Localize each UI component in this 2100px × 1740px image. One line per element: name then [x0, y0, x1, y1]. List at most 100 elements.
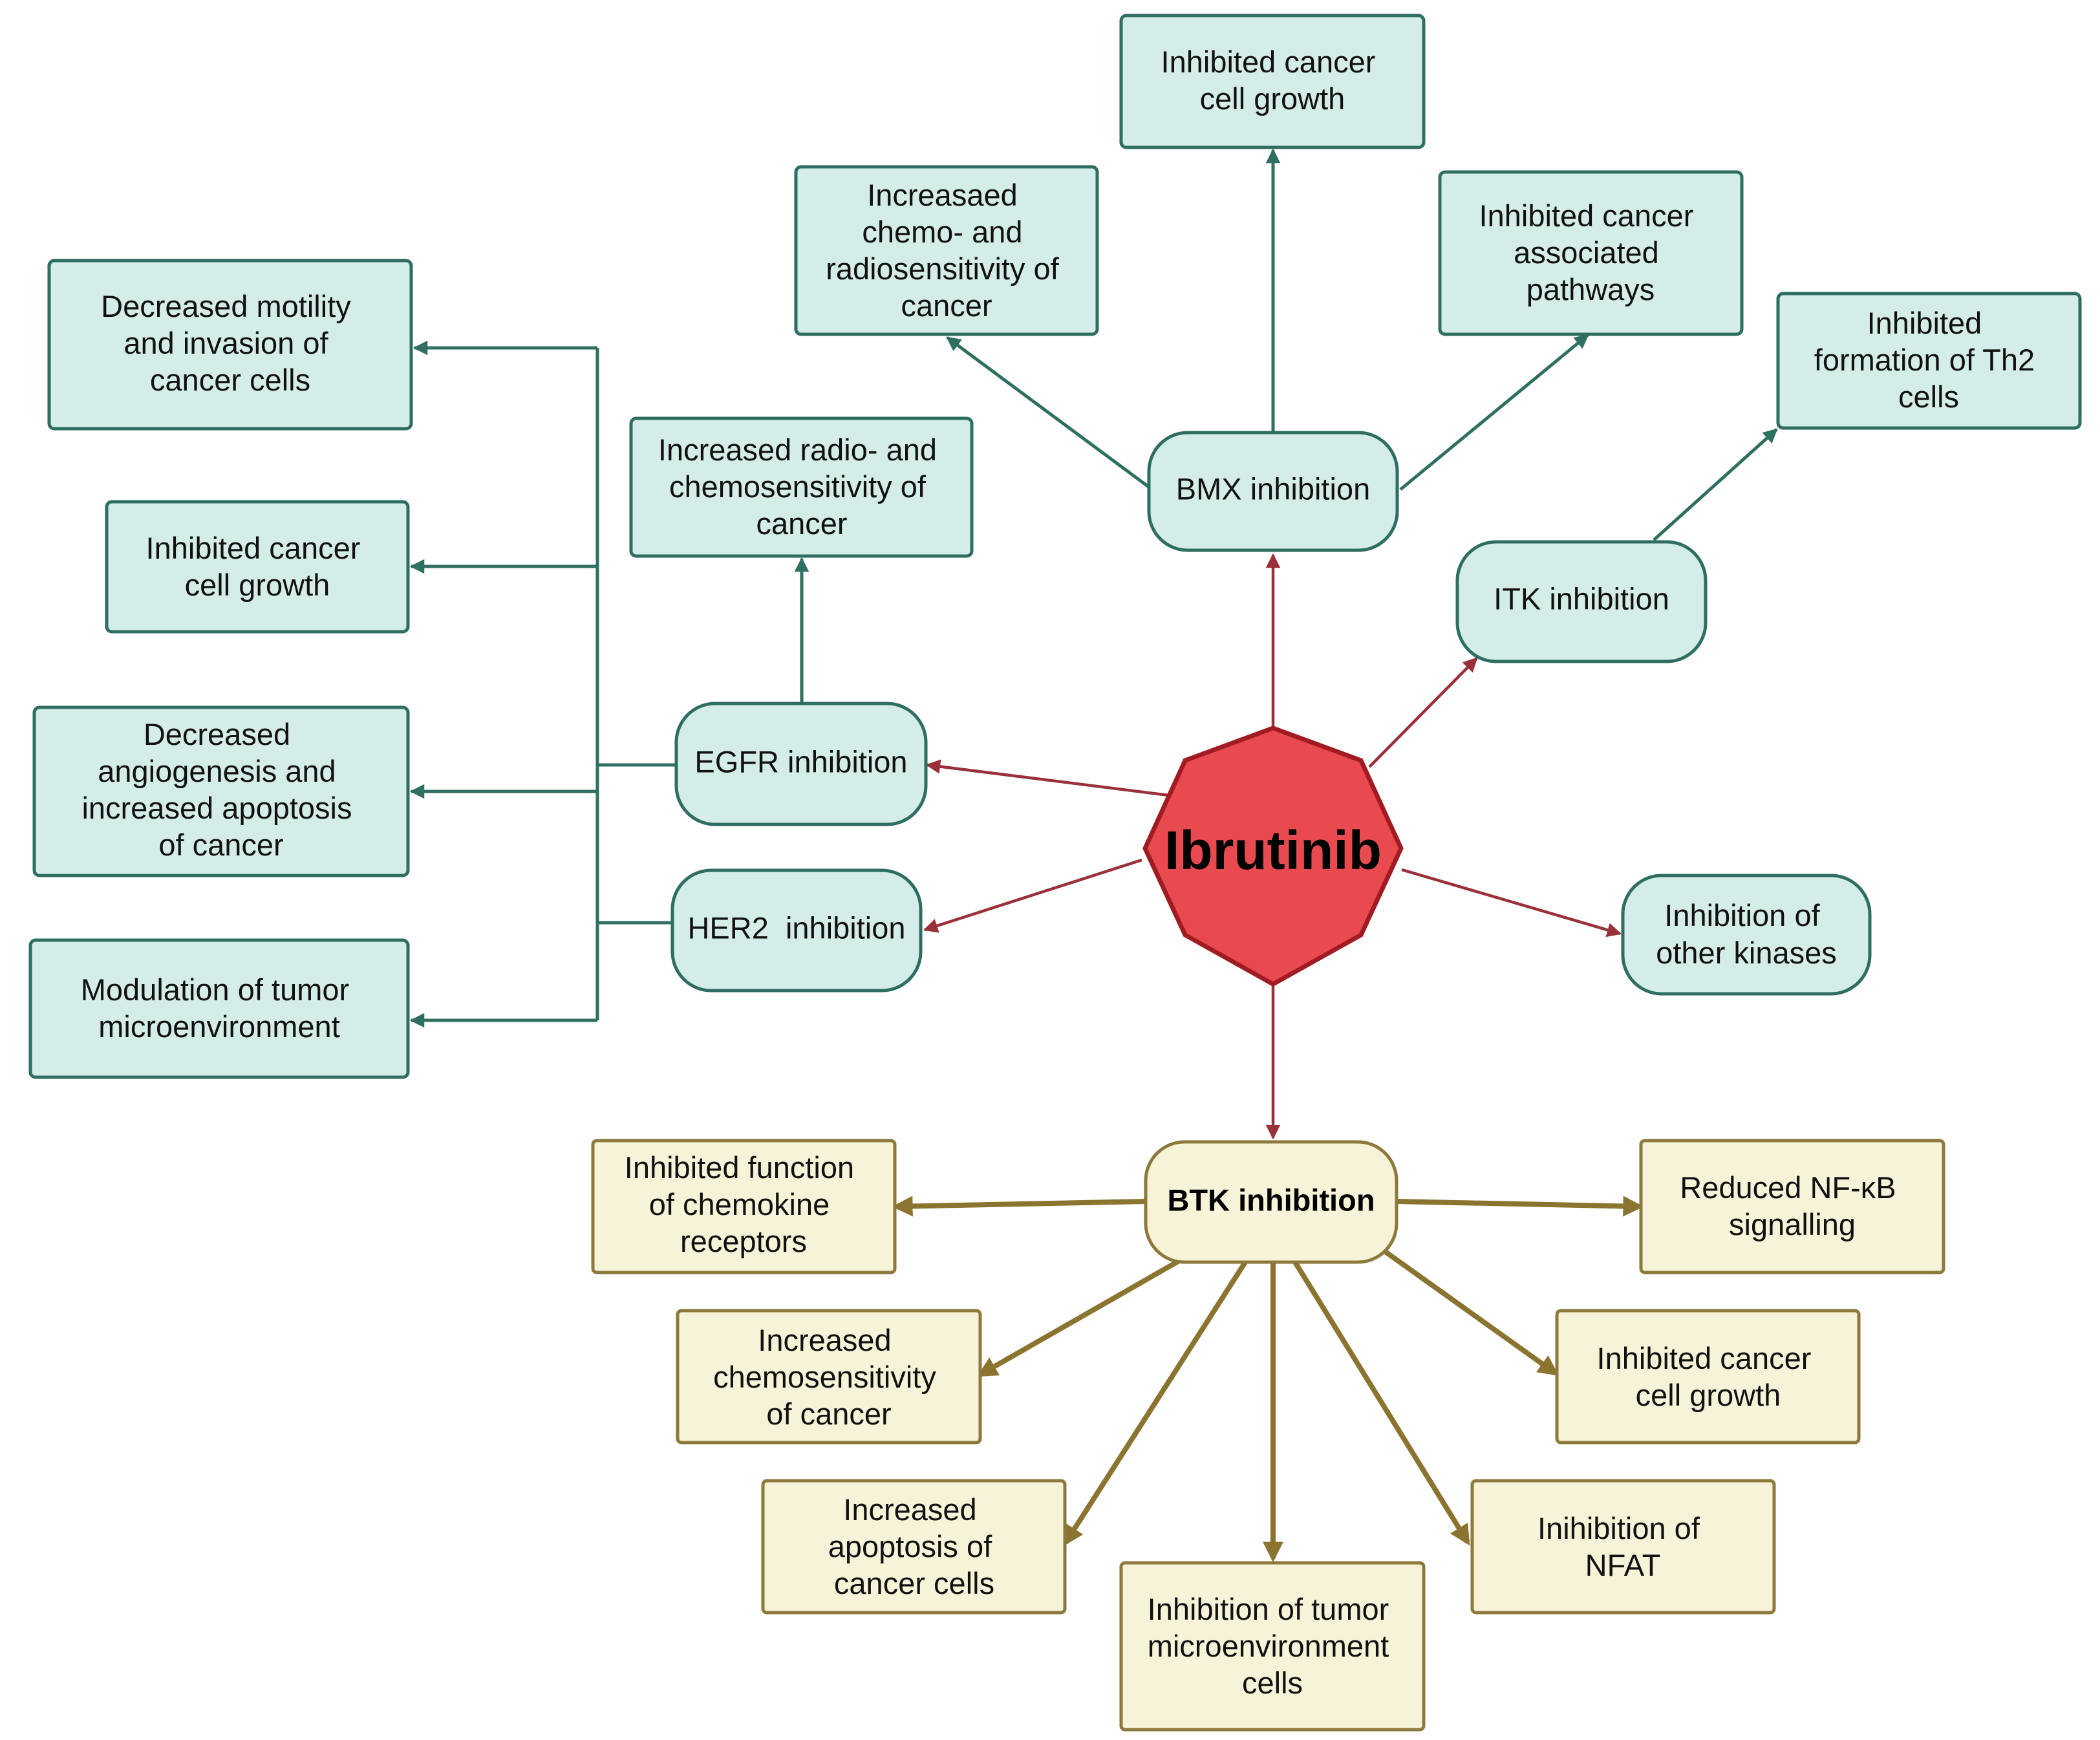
btk-node: BTK inhibition: [1144, 1140, 1398, 1264]
ibrutinib-hub: Ibrutinib: [1142, 725, 1404, 987]
other-kinases-line-2: other kinases: [1656, 936, 1837, 970]
nfat-line-1: Inihibition of: [1538, 1511, 1700, 1545]
bmx-sensitivity-line-2: chemo- and: [862, 215, 1022, 249]
apoptosis-line-2: apoptosis of: [828, 1529, 992, 1563]
itk-th2-line-1: Inhibited: [1867, 306, 1982, 340]
chemokine-line-2: of chemokine: [649, 1187, 830, 1221]
bmx-pathways-line-2: associated: [1514, 235, 1659, 270]
svg-text:Increased apoptosis of: Increased apoptosis of cancer cells: [828, 1492, 1001, 1600]
egfr-sensitivity-line-3: cancer: [756, 506, 847, 541]
bmx-sensitivity-box: Increasaed chemo- and radiosensitivity o…: [794, 165, 1099, 336]
chemosensitivity-line-1: Increased: [758, 1323, 891, 1357]
nfkb-line-2: signalling: [1729, 1207, 1856, 1241]
svg-text:Inhibited cancer cell: Inhibited cancer cell growth: [146, 531, 369, 602]
tme-line-2: microenvironment: [1148, 1629, 1389, 1663]
arrow-btk-to-nfkb: [1396, 1196, 1644, 1217]
bmx-sensitivity-line-1: Increasaed: [867, 178, 1018, 212]
arrow-hub-to-her2: [923, 858, 1142, 933]
svg-text:Inhibited cancer cell: Inhibited cancer cell growth: [1161, 45, 1384, 116]
arrow-hub-to-egfr: [925, 759, 1170, 797]
hub-label: Ibrutinib: [1164, 820, 1382, 881]
arrow-btk-to-nfat: [1292, 1260, 1470, 1546]
arrow-btk-to-chemosensitivity: [976, 1257, 1183, 1377]
svg-text:Reduced NF-κB signalli: Reduced NF-κB signalling: [1680, 1170, 1904, 1241]
shared-growth-box: Inhibited cancer cell growth: [105, 500, 410, 634]
bmx-sensitivity-line-4: cancer: [901, 288, 992, 323]
motility-line-3: cancer cells: [150, 363, 310, 397]
btk-growth-box: Inhibited cancer cell growth: [1555, 1309, 1861, 1445]
shared-growth-line-2: cell growth: [185, 568, 330, 602]
btk-growth-line-1: Inhibited cancer: [1597, 1341, 1812, 1375]
tme-box: Inhibition of tumor microenvironment cel…: [1119, 1561, 1426, 1732]
other-kinases-line-1: Inhibition of: [1664, 898, 1820, 932]
microenvironment-line-1: Modulation of tumor: [81, 972, 349, 1007]
angiogenesis-line-1: Decreased: [144, 717, 290, 751]
motility-line-1: Decreased motility: [101, 289, 351, 323]
arrow-bmx-to-pathways: [1399, 334, 1589, 491]
svg-text:Inihibition of NFAT: Inihibition of NFAT: [1538, 1511, 1708, 1582]
kinase-nodes: BMX inhibition ITK inhibition EGFR inhib…: [670, 431, 1872, 1264]
egfr-node: EGFR inhibition: [674, 702, 928, 826]
arrow-itk-to-th2: [1653, 428, 1778, 541]
chemosensitivity-line-3: of cancer: [766, 1397, 891, 1431]
chemosensitivity-line-2: chemosensitivity: [713, 1360, 936, 1394]
bmx-pathways-line-1: Inhibited cancer: [1479, 199, 1694, 233]
chemokine-line-1: Inhibited function: [625, 1150, 854, 1185]
her2-label: HER2 inhibition: [687, 910, 905, 945]
apoptosis-box: Increased apoptosis of cancer cells: [761, 1479, 1067, 1615]
itk-effects: Inhibited formation of Th2 cells: [1776, 292, 2082, 430]
arrow-bmx-to-sensitivity: [946, 336, 1153, 491]
egfr-label: EGFR inhibition: [694, 744, 907, 779]
egfr-sensitivity-line-1: Increased radio- and: [658, 433, 937, 467]
nfkb-box: Reduced NF-κB signalling: [1639, 1139, 1945, 1274]
her2-node: HER2 inhibition: [670, 868, 923, 993]
egfr-her2-shared-effects: Decreased motility and invasion of cance…: [28, 259, 413, 1079]
arrow-hub-to-itk: [1368, 657, 1478, 768]
microenvironment-box: Modulation of tumor microenvironment: [28, 938, 410, 1079]
bmx-pathways-box: Inhibited cancer associated pathways: [1438, 170, 1744, 336]
itk-node: ITK inhibition: [1455, 540, 1708, 663]
apoptosis-line-3: cancer cells: [834, 1566, 994, 1600]
tme-line-3: cells: [1242, 1666, 1303, 1700]
arrow-btk-to-apoptosis: [1063, 1260, 1248, 1547]
bmx-node: BMX inhibition: [1147, 431, 1399, 552]
svg-text:Decreased motility and: Decreased motility and invasion of cance…: [101, 289, 359, 397]
bmx-sensitivity-line-3: radiosensitivity of: [826, 252, 1059, 286]
svg-text:Inhibited formation of: Inhibited formation of Th2 cells: [1814, 306, 2043, 414]
chemokine-line-3: receptors: [680, 1224, 807, 1258]
tme-line-1: Inhibition of tumor: [1148, 1592, 1389, 1626]
nfkb-line-1: Reduced NF-κB: [1680, 1170, 1896, 1205]
svg-text:Inhibited function of: Inhibited function of chemokine receptor…: [625, 1150, 862, 1258]
bmx-growth-box: Inhibited cancer cell growth: [1119, 14, 1426, 149]
arrow-btk-to-chemokine: [892, 1196, 1146, 1217]
svg-text:Increased chemosensiti: Increased chemosensitivity of cancer: [713, 1323, 945, 1431]
other-kinases-node: Inhibition of other kinases: [1621, 874, 1872, 996]
itk-th2-line-2: formation of Th2: [1814, 343, 2035, 377]
btk-growth-line-2: cell growth: [1636, 1378, 1781, 1412]
other-kinases-label: Inhibition of other kinases: [1656, 898, 1837, 970]
hub-octagon: [1142, 725, 1404, 987]
arrow-hub-to-other-kinases: [1401, 868, 1622, 938]
egfr-effects: Increased radio- and chemosensitivity of…: [629, 416, 974, 558]
angiogenesis-line-2: angiogenesis and: [98, 754, 336, 788]
btk-effects: Inhibited function of chemokine receptor…: [591, 1139, 1945, 1732]
egfr-sensitivity-box: Increased radio- and chemosensitivity of…: [629, 416, 974, 558]
motility-box: Decreased motility and invasion of cance…: [47, 259, 413, 431]
connectors: [409, 148, 1778, 1563]
nfat-line-2: NFAT: [1585, 1548, 1661, 1582]
itk-label: ITK inhibition: [1494, 581, 1669, 616]
arrow-btk-to-growth: [1382, 1248, 1559, 1376]
motility-line-2: and invasion of: [123, 326, 328, 360]
bmx-effects: Inhibited cancer cell growth Increasaed …: [794, 14, 1744, 336]
egfr-sensitivity-line-2: chemosensitivity of: [669, 469, 927, 504]
angiogenesis-line-3: increased apoptosis: [81, 791, 352, 825]
btk-label: BTK inhibition: [1167, 1183, 1375, 1217]
svg-text:Increasaed chemo- and: Increasaed chemo- and radiosensitivity o…: [826, 178, 1067, 323]
itk-th2-box: Inhibited formation of Th2 cells: [1776, 292, 2082, 430]
svg-text:Inhibition of tumor mi: Inhibition of tumor microenvironment cel…: [1148, 1592, 1398, 1700]
svg-text:Inhibited cancer cell: Inhibited cancer cell growth: [1597, 1341, 1820, 1412]
chemokine-box: Inhibited function of chemokine receptor…: [591, 1139, 897, 1274]
chemosensitivity-box: Increased chemosensitivity of cancer: [676, 1309, 982, 1445]
